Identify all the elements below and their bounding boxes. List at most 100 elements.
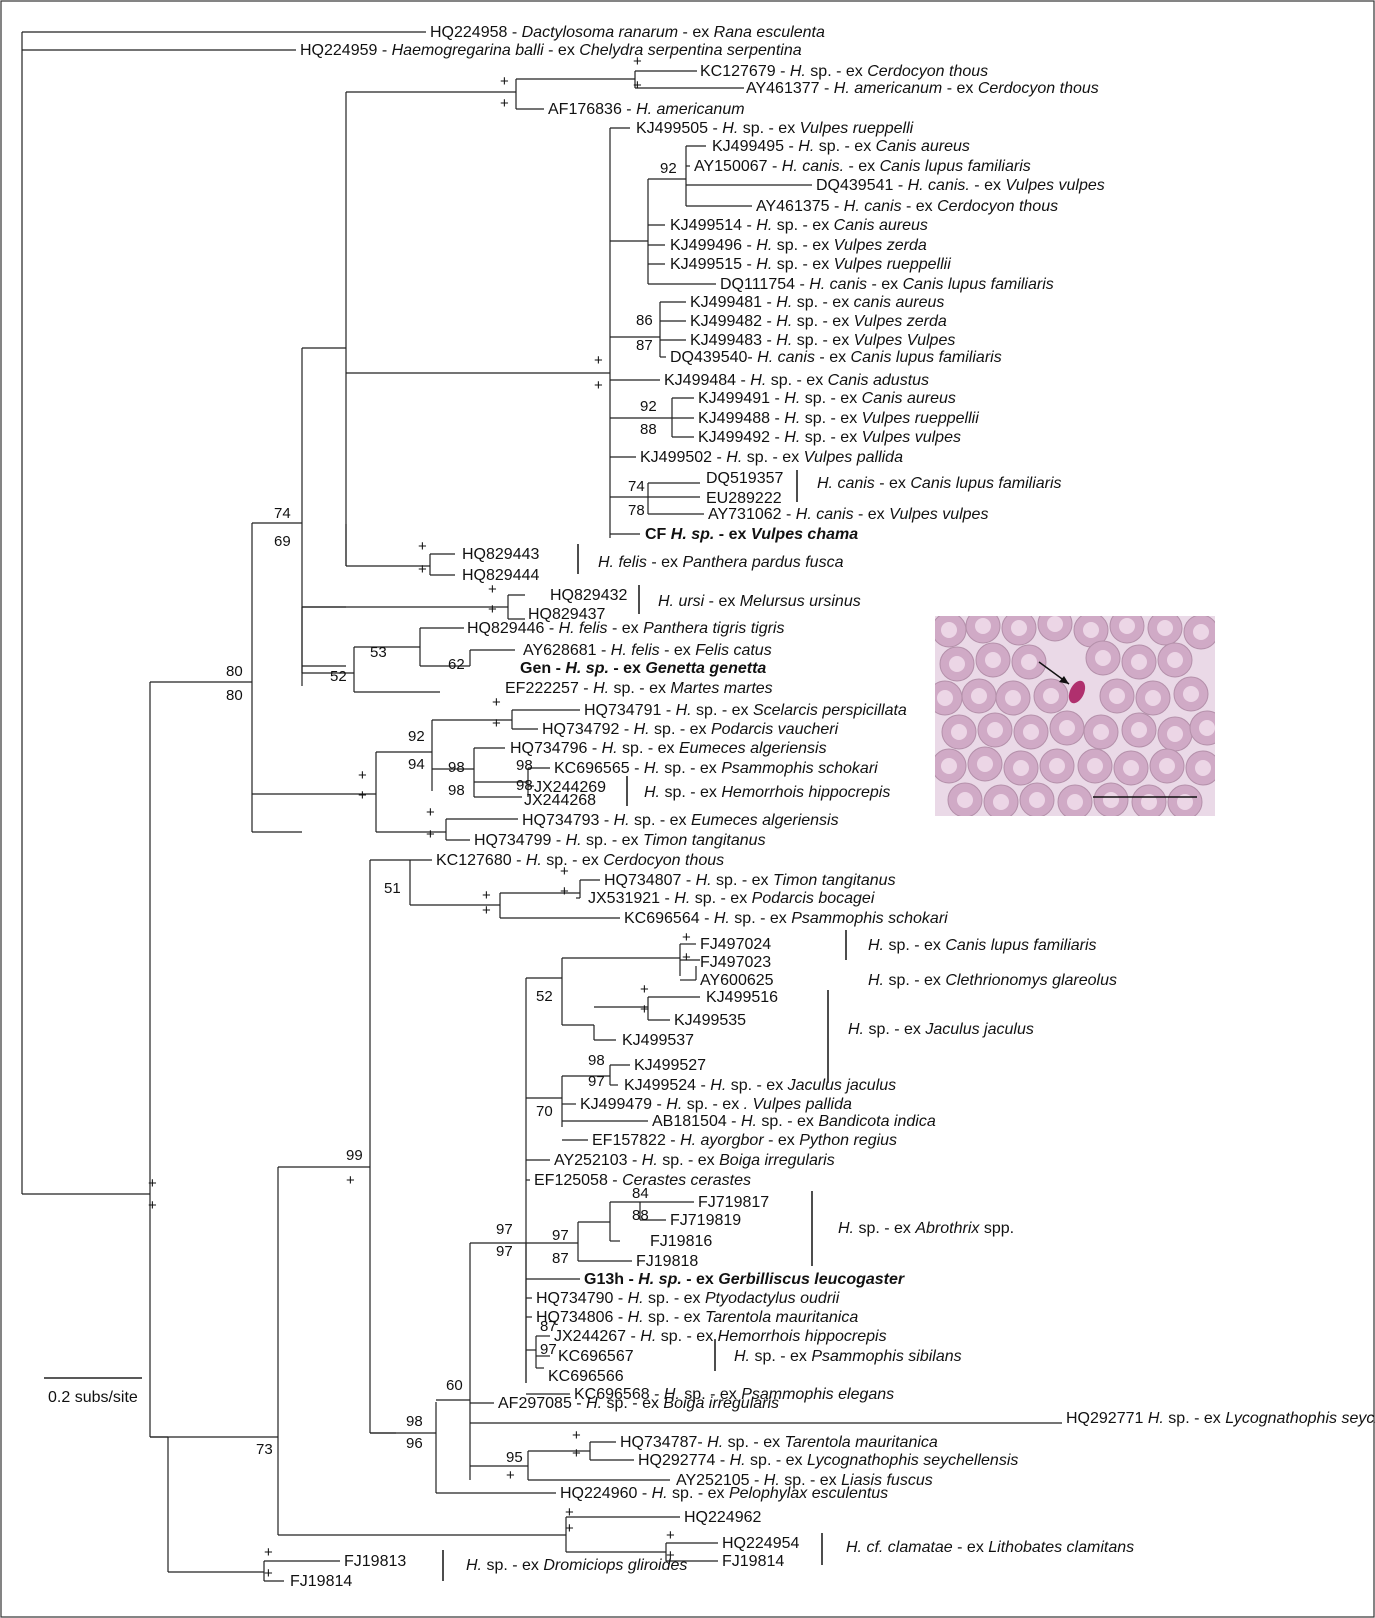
- red-blood-cell: [987, 722, 1003, 738]
- red-blood-cell: [1167, 726, 1183, 742]
- support-value: 95: [506, 1449, 523, 1466]
- group-label: H. sp. - ex Abrothrix spp.: [838, 1220, 1014, 1237]
- support-value: +: [148, 1197, 157, 1214]
- support-value: 78: [628, 502, 645, 519]
- parasite-gamont: [1068, 680, 1086, 704]
- support-value: 52: [536, 988, 553, 1005]
- red-blood-cell: [949, 656, 965, 672]
- support-value: +: [682, 949, 691, 966]
- support-value: 70: [536, 1103, 553, 1120]
- tip-label: HQ734792 - H. sp. - ex Podarcis vaucheri: [542, 721, 839, 738]
- support-value: 87: [540, 1318, 557, 1335]
- group-label: H. felis - ex Panthera pardus fusca: [598, 554, 844, 571]
- support-value: 88: [640, 421, 657, 438]
- tip-label: AY252105 - H. sp. - ex Liasis fuscus: [676, 1472, 933, 1489]
- red-blood-cell: [1095, 650, 1111, 666]
- tip-labels: HQ224958 - Dactylosoma ranarum - ex Rana…: [290, 24, 1375, 1590]
- tip-label: FJ719819: [670, 1212, 741, 1229]
- tip-label: HQ734807 - H. sp. - ex Timon tangitanus: [604, 872, 896, 889]
- support-value: 92: [640, 398, 657, 415]
- support-value: 88: [632, 1207, 649, 1224]
- tip-label: HQ734806 - H. sp. - ex Tarentola maurita…: [536, 1309, 858, 1326]
- tip-label: AY731062 - H. canis - ex Vulpes vulpes: [708, 506, 988, 523]
- tip-label: KJ499481 - H. sp. - ex canis aureus: [690, 294, 944, 311]
- support-value: 99: [346, 1147, 363, 1164]
- tip-label: KJ499484 - H. sp. - ex Canis adustus: [664, 372, 929, 389]
- group-label: H. sp. - ex Jaculus jaculus: [848, 1021, 1034, 1038]
- tip-label: HQ292774 - H. sp. - ex Lycognathophis se…: [638, 1452, 1018, 1469]
- support-value: 97: [540, 1341, 557, 1358]
- tip-label: AY461375 - H. canis - ex Cerdocyon thous: [756, 198, 1058, 215]
- support-value: 97: [588, 1073, 605, 1090]
- support-value: 96: [406, 1435, 423, 1452]
- support-value: +: [640, 1001, 649, 1018]
- red-blood-cell: [1013, 760, 1029, 776]
- support-value: 80: [226, 663, 243, 680]
- group-label: H. sp. - ex Psammophis sibilans: [734, 1348, 962, 1365]
- support-value: +: [594, 352, 603, 369]
- support-value: +: [418, 561, 427, 578]
- red-blood-cell: [1005, 690, 1021, 706]
- tip-label: G13h - H. sp. - ex Gerbilliscus leucogas…: [584, 1271, 905, 1288]
- tip-label: FJ19813: [344, 1553, 406, 1570]
- tip-label: DQ519357: [706, 470, 783, 487]
- red-blood-cell: [1083, 622, 1099, 638]
- support-value: +: [565, 1520, 574, 1537]
- support-value: +: [682, 929, 691, 946]
- tip-label: FJ19814: [290, 1573, 352, 1590]
- tip-label: KC696567: [558, 1348, 634, 1365]
- tip-label: AY461377 - H. americanum - ex Cerdocyon …: [746, 80, 1099, 97]
- support-value: +: [565, 1504, 574, 1521]
- tip-label: KJ499524 - H. sp. - ex Jaculus jaculus: [624, 1077, 896, 1094]
- tip-label: AB181504 - H. sp. - ex Bandicota indica: [652, 1113, 936, 1130]
- tip-label: KJ499479 - H. sp. - ex . Vulpes pallida: [580, 1096, 852, 1113]
- tip-label: KJ499527: [634, 1057, 706, 1074]
- support-value: 69: [274, 533, 291, 550]
- scale-bar: 0.2 subs/site: [44, 1377, 142, 1406]
- red-blood-cell: [1183, 686, 1199, 702]
- support-value: +: [492, 715, 501, 732]
- support-value: 86: [636, 312, 653, 329]
- tip-label: KJ499535: [674, 1012, 746, 1029]
- support-value: +: [500, 95, 509, 112]
- tip-label: AY150067 - H. canis. - ex Canis lupus fa…: [694, 158, 1031, 175]
- tip-label: KJ499495 - H. sp. - ex Canis aureus: [712, 138, 970, 155]
- support-value: 80: [226, 687, 243, 704]
- support-value: +: [633, 77, 642, 94]
- red-blood-cell: [1167, 652, 1183, 668]
- support-value: 74: [274, 505, 291, 522]
- tip-label: HQ734790 - H. sp. - ex Ptyodactylus oudr…: [536, 1290, 840, 1307]
- tip-label: KJ499482 - H. sp. - ex Vulpes zerda: [690, 313, 947, 330]
- support-value: 97: [496, 1243, 513, 1260]
- tip-label: EU289222: [706, 490, 782, 507]
- tip-label: HQ734791 - H. sp. - ex Scelarcis perspic…: [584, 702, 907, 719]
- arrowhead-icon: [1059, 676, 1069, 684]
- tip-label: HQ292771 H. sp. - ex Lycognathophis seyc…: [1066, 1410, 1375, 1427]
- tip-label: KJ499505 - H. sp. - ex Vulpes rueppelli: [636, 120, 914, 137]
- support-value: +: [572, 1427, 581, 1444]
- tip-label: HQ829437: [528, 606, 605, 623]
- tip-label: HQ829432: [550, 587, 627, 604]
- support-value: 98: [406, 1413, 423, 1430]
- tip-label: FJ19818: [636, 1253, 698, 1270]
- tip-label: FJ19814: [722, 1553, 784, 1570]
- group-label: H. sp. - ex Canis lupus familiaris: [868, 937, 1097, 954]
- tip-label: JX531921 - H. sp. - ex Podarcis bocagei: [588, 890, 875, 907]
- tip-label: HQ829444: [462, 567, 539, 584]
- tip-label: FJ719817: [698, 1194, 769, 1211]
- red-blood-cell: [1093, 724, 1109, 740]
- red-blood-cell: [1059, 720, 1075, 736]
- tip-label: EF125058 - Cerastes cerastes: [534, 1172, 751, 1189]
- tip-label: FJ19816: [650, 1233, 712, 1250]
- support-value: 52: [330, 668, 347, 685]
- support-value: 98: [516, 777, 533, 794]
- support-value: +: [264, 1544, 273, 1561]
- support-value: 60: [446, 1377, 463, 1394]
- tip-label: HQ734793 - H. sp. - ex Eumeces algeriens…: [522, 812, 839, 829]
- support-value: +: [264, 1565, 273, 1582]
- tip-label: KJ499537: [622, 1032, 694, 1049]
- support-value: 98: [588, 1052, 605, 1069]
- tip-label: CF H. sp. - ex Vulpes chama: [645, 526, 858, 543]
- support-value: 87: [552, 1250, 569, 1267]
